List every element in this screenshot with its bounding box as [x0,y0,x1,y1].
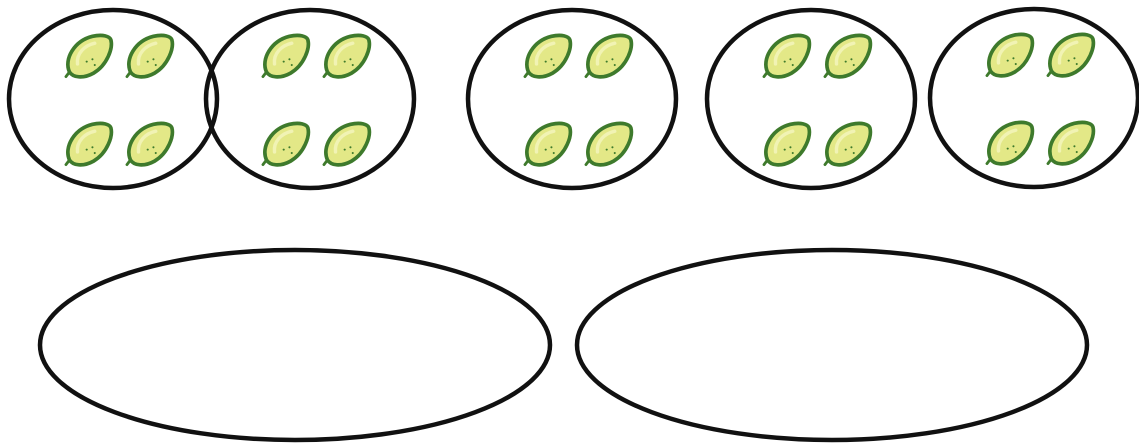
lemon-icon [1048,122,1093,164]
group-circle [206,10,414,188]
lemon-icon [1048,34,1093,76]
lemon-icon [764,35,809,77]
lemon-icon [263,35,308,77]
group-2 [206,10,414,188]
group-circle [707,10,915,188]
lemon-icon [525,35,570,77]
lemon-icon [324,123,369,165]
lemon-icon [127,123,172,165]
empty-group-1 [40,250,550,440]
group-4 [707,10,915,188]
lemon-icon [263,123,308,165]
group-circle [468,10,676,188]
group-1 [9,10,217,188]
empty-groups [40,250,1087,440]
group-circle [930,9,1138,187]
lemon-icon [66,35,111,77]
lemon-icon [586,35,631,77]
lemon-icon [525,123,570,165]
lemon-icon [987,34,1032,76]
lemon-icon [586,123,631,165]
lemon-icon [987,122,1032,164]
group-5 [930,9,1138,187]
lemon-icon [825,123,870,165]
lemon-icon [324,35,369,77]
lemon-icon [825,35,870,77]
lemon-icon [764,123,809,165]
empty-group-2 [577,250,1087,440]
group-3 [468,10,676,188]
filled-groups [9,9,1138,188]
lemon-icon [66,123,111,165]
lemon-icon [127,35,172,77]
group-circle [9,10,217,188]
